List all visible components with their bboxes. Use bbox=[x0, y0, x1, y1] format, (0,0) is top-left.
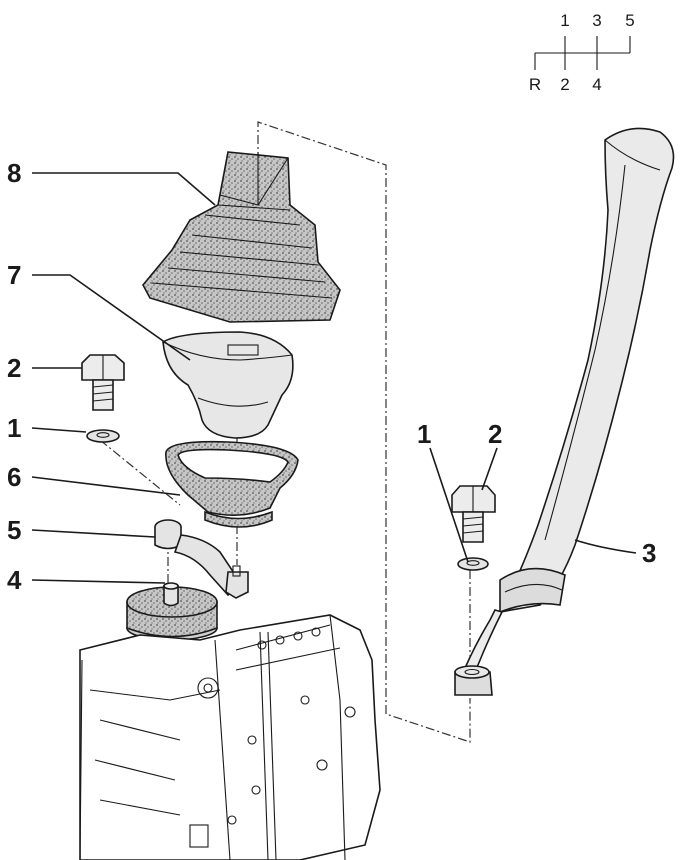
leader-lines bbox=[31, 172, 637, 584]
callout-2-left: 2 bbox=[7, 353, 21, 383]
gear-label-2: 2 bbox=[560, 75, 569, 94]
callout-1-left: 1 bbox=[7, 413, 21, 443]
knob-housing bbox=[162, 331, 294, 439]
washer-left bbox=[86, 429, 120, 443]
callout-8: 8 bbox=[7, 158, 21, 188]
gear-label-r: R bbox=[529, 75, 541, 94]
gear-label-5: 5 bbox=[625, 11, 634, 30]
gaiter-boot bbox=[142, 151, 341, 323]
callout-3: 3 bbox=[642, 538, 656, 568]
callout-6: 6 bbox=[7, 462, 21, 492]
callout-1-right: 1 bbox=[417, 419, 431, 449]
gear-lever bbox=[454, 127, 675, 696]
washer-right bbox=[457, 557, 489, 571]
callout-4: 4 bbox=[7, 565, 22, 595]
gear-label-1: 1 bbox=[560, 11, 569, 30]
shift-pattern: 1 3 5 R 2 4 bbox=[529, 11, 635, 94]
bolt-left bbox=[81, 354, 125, 411]
gear-label-4: 4 bbox=[592, 75, 601, 94]
callout-5: 5 bbox=[7, 515, 21, 545]
gearbox-housing bbox=[79, 614, 381, 860]
lower-seal bbox=[165, 440, 299, 528]
shift-bracket bbox=[154, 519, 249, 599]
callout-2-right: 2 bbox=[488, 419, 502, 449]
gear-label-3: 3 bbox=[592, 11, 601, 30]
callouts: 8 7 2 1 6 5 4 1 2 3 bbox=[7, 158, 656, 595]
callout-7: 7 bbox=[7, 260, 21, 290]
